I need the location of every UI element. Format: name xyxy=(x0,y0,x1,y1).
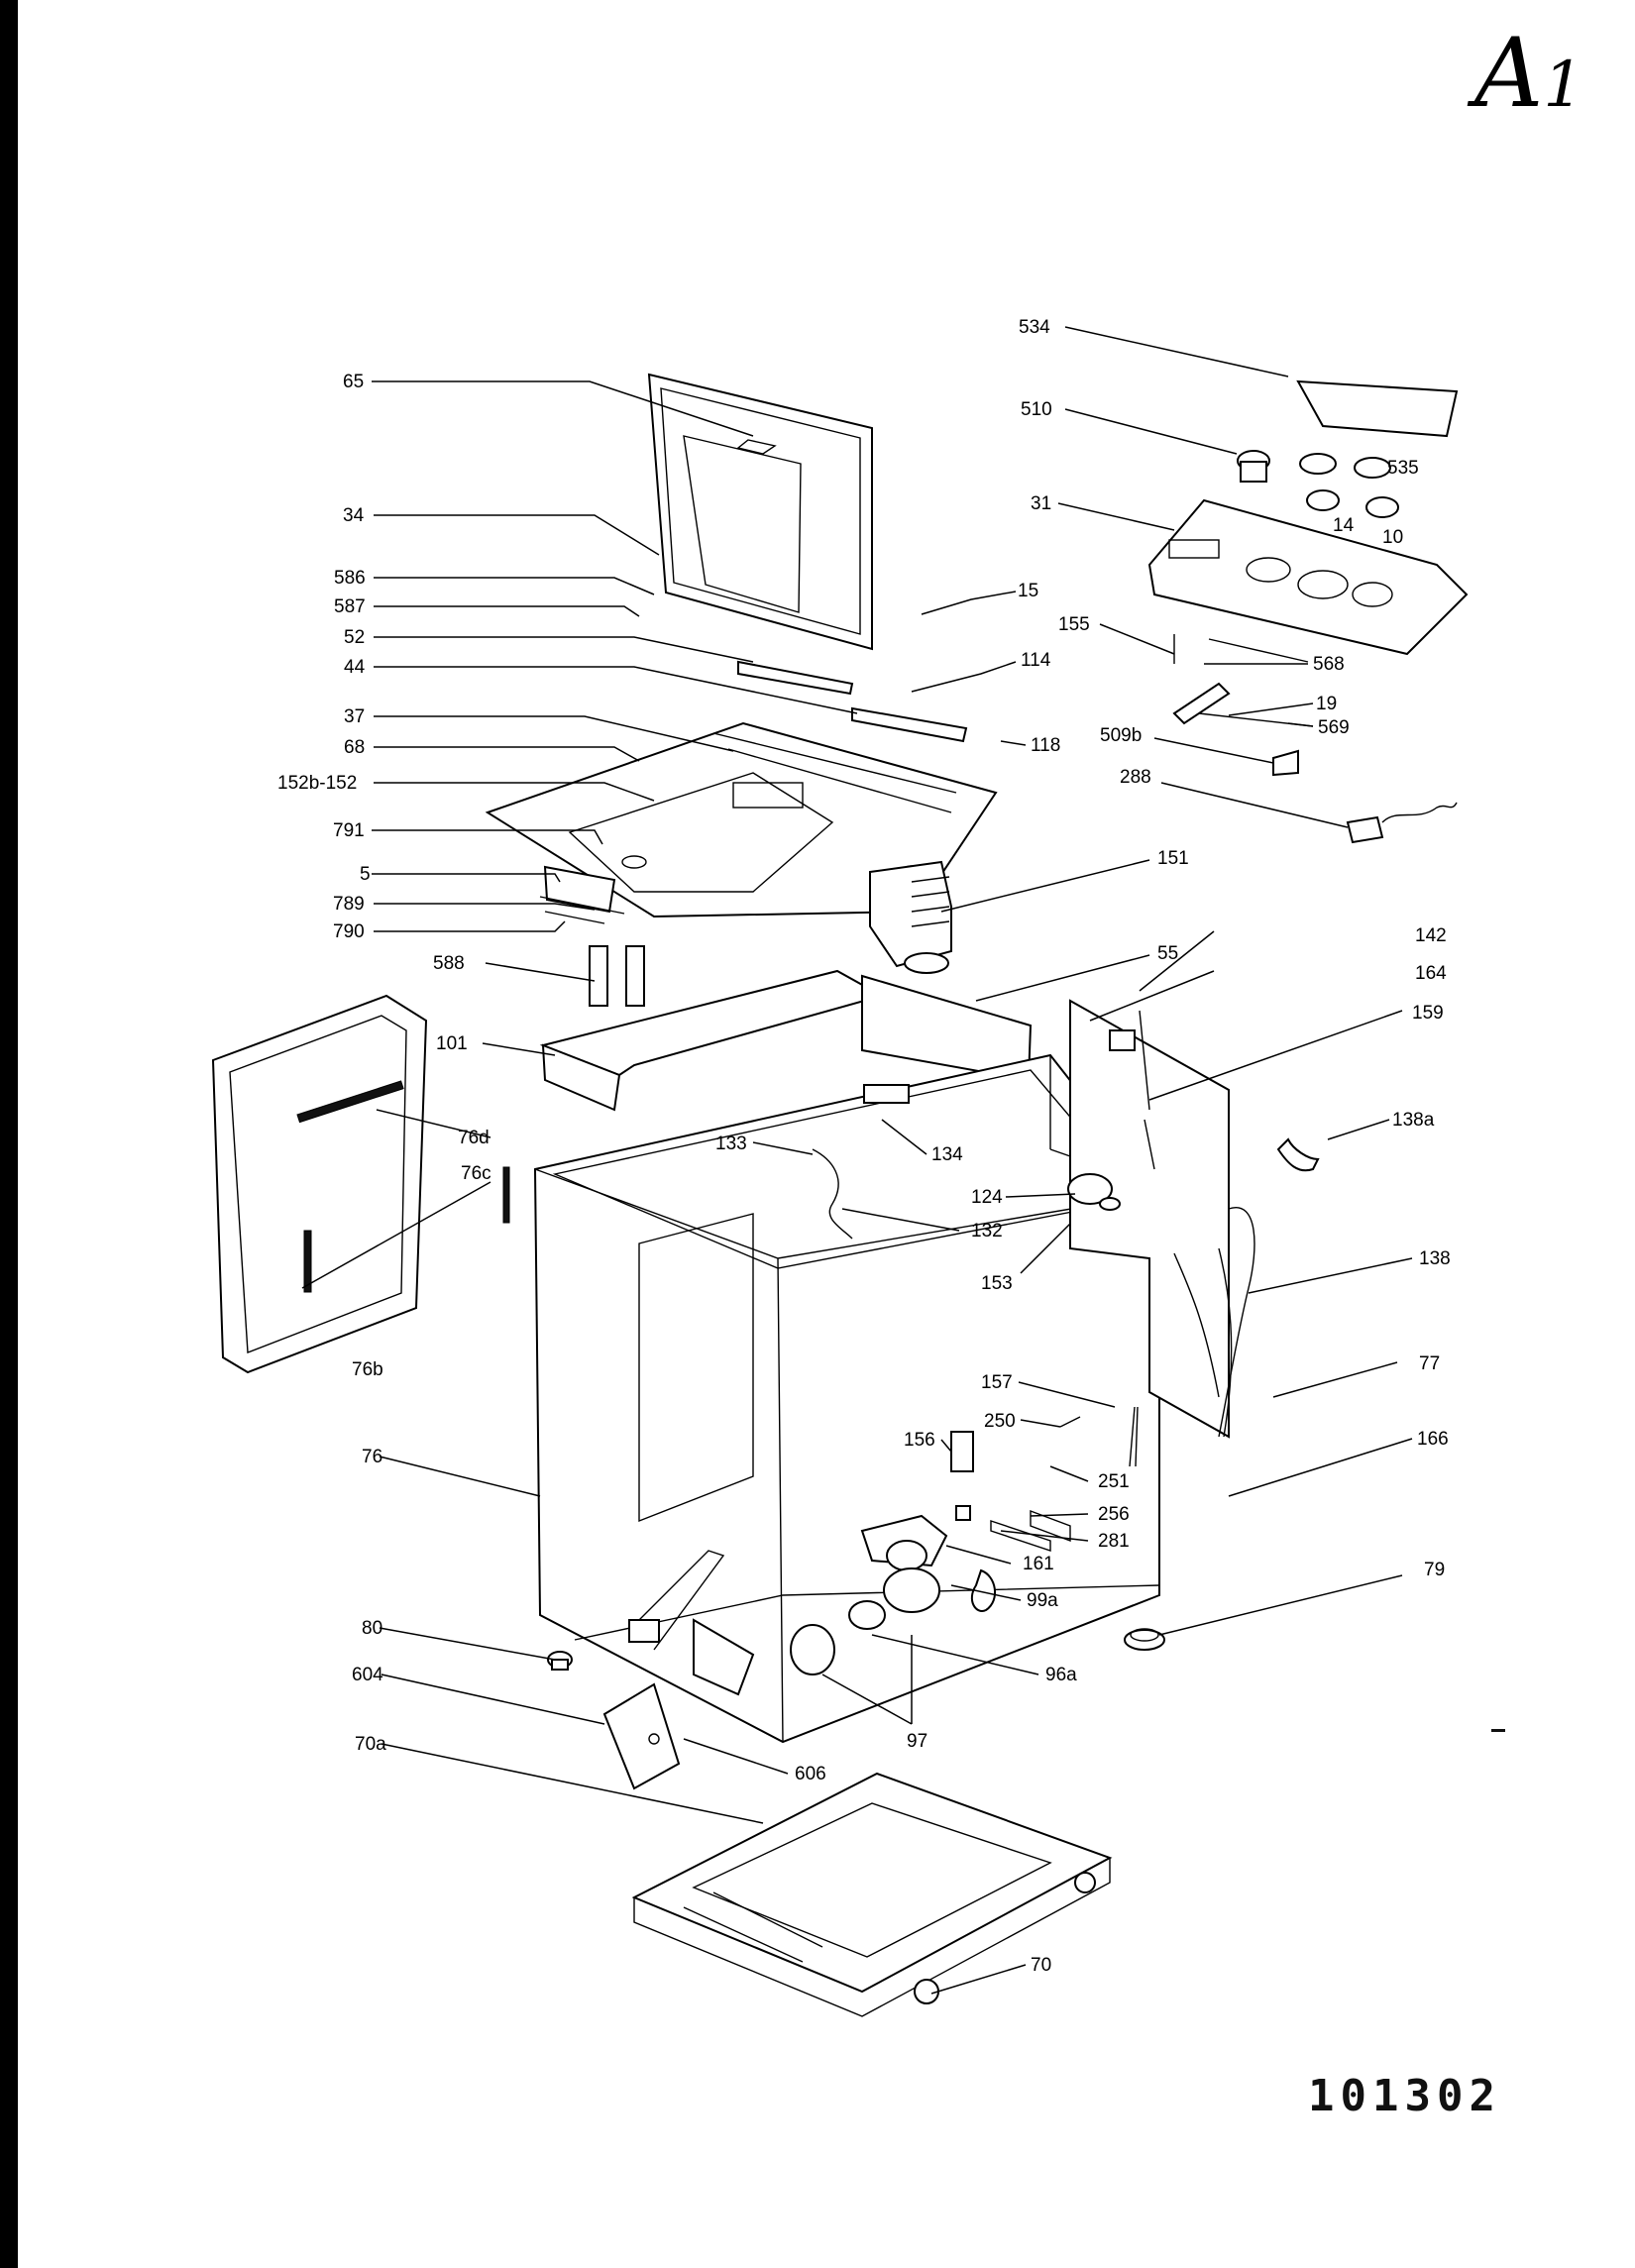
label-791: 791 xyxy=(333,820,365,841)
label-99a: 99a xyxy=(1027,1590,1058,1611)
label-114: 114 xyxy=(1021,650,1051,671)
label-251: 251 xyxy=(1098,1471,1130,1492)
label-31: 31 xyxy=(1031,493,1051,514)
label-153: 153 xyxy=(981,1273,1013,1294)
label-65: 65 xyxy=(343,372,364,392)
label-509b: 509b xyxy=(1100,725,1142,746)
label-14: 14 xyxy=(1333,515,1355,536)
switch-parts xyxy=(1172,634,1458,844)
label-142: 142 xyxy=(1415,925,1447,946)
label-118: 118 xyxy=(1031,735,1060,756)
programme-timer xyxy=(869,860,952,974)
label-55: 55 xyxy=(1157,943,1178,964)
lock-bracket xyxy=(539,865,625,924)
drawing-number: 101302 xyxy=(1308,2071,1501,2121)
label-606: 606 xyxy=(795,1764,826,1784)
sump-and-pump xyxy=(790,1416,1081,1675)
lid-door xyxy=(647,373,873,651)
control-panel-top xyxy=(485,721,998,918)
label-76d: 76d xyxy=(458,1128,490,1148)
leader-lines xyxy=(301,326,1413,1995)
label-101: 101 xyxy=(436,1033,468,1054)
label-97: 97 xyxy=(907,1731,927,1752)
feet xyxy=(547,1628,1165,1671)
label-68: 68 xyxy=(344,737,365,758)
label-19: 19 xyxy=(1316,694,1337,714)
label-790: 790 xyxy=(333,921,365,942)
label-80: 80 xyxy=(362,1618,382,1639)
suspension-bracket xyxy=(628,1550,755,1696)
scan-mark xyxy=(1491,1729,1505,1732)
label-164: 164 xyxy=(1415,963,1447,984)
label-535: 535 xyxy=(1387,458,1419,479)
dispenser-drawer xyxy=(539,969,1033,1112)
label-138: 138 xyxy=(1419,1248,1451,1269)
label-586: 586 xyxy=(334,568,366,589)
label-124: 124 xyxy=(971,1187,1003,1208)
label-79: 79 xyxy=(1424,1560,1445,1580)
label-96a: 96a xyxy=(1045,1665,1077,1685)
knob-cover xyxy=(1296,379,1459,438)
label-152b-152: 152b-152 xyxy=(277,773,357,794)
scan-left-edge xyxy=(0,0,18,2268)
dispenser-cups xyxy=(589,945,645,1007)
label-157: 157 xyxy=(981,1372,1013,1393)
rear-panel xyxy=(1069,999,1233,1439)
control-knobs xyxy=(1237,450,1399,518)
sheet-code-letter: A xyxy=(1474,18,1544,129)
label-15: 15 xyxy=(1018,581,1038,601)
label-789: 789 xyxy=(333,894,365,915)
label-166: 166 xyxy=(1417,1429,1449,1450)
label-156: 156 xyxy=(904,1430,935,1451)
label-534: 534 xyxy=(1019,317,1050,338)
label-568: 568 xyxy=(1313,654,1345,675)
label-155: 155 xyxy=(1058,614,1090,635)
control-fascia xyxy=(1147,498,1469,656)
label-256: 256 xyxy=(1098,1504,1130,1525)
service-flap xyxy=(602,1682,681,1790)
label-288: 288 xyxy=(1120,767,1151,788)
label-76c: 76c xyxy=(461,1163,491,1184)
valves-and-hoses xyxy=(812,1010,1320,1467)
label-70a: 70a xyxy=(355,1734,386,1755)
hinge-bar xyxy=(737,660,968,743)
label-159: 159 xyxy=(1412,1003,1444,1024)
label-76b: 76b xyxy=(352,1359,383,1380)
label-10: 10 xyxy=(1382,527,1403,548)
label-138a: 138a xyxy=(1392,1110,1435,1131)
part-labels: 534 510 535 31 14 10 155 568 19 569 509b… xyxy=(277,317,1451,1976)
sheet-code-subscript: 1 xyxy=(1543,49,1584,122)
label-281: 281 xyxy=(1098,1531,1130,1552)
label-44: 44 xyxy=(344,657,366,678)
label-250: 250 xyxy=(984,1411,1016,1432)
base-frame xyxy=(631,1772,1113,2017)
label-604: 604 xyxy=(352,1665,383,1685)
label-587: 587 xyxy=(334,596,366,617)
label-161: 161 xyxy=(1023,1554,1054,1574)
label-34: 34 xyxy=(343,505,365,526)
label-133: 133 xyxy=(715,1134,747,1154)
label-510: 510 xyxy=(1021,399,1052,420)
label-76: 76 xyxy=(362,1447,382,1467)
label-134: 134 xyxy=(931,1144,963,1165)
label-37: 37 xyxy=(344,706,365,727)
label-132: 132 xyxy=(971,1221,1003,1242)
label-70: 70 xyxy=(1031,1955,1051,1976)
label-151: 151 xyxy=(1157,848,1189,869)
label-52: 52 xyxy=(344,627,365,648)
label-569: 569 xyxy=(1318,717,1350,738)
label-5: 5 xyxy=(360,864,371,885)
label-588: 588 xyxy=(433,953,465,974)
label-77: 77 xyxy=(1419,1353,1440,1374)
side-panel xyxy=(211,994,510,1374)
sheet-code: A1 xyxy=(1474,18,1583,129)
